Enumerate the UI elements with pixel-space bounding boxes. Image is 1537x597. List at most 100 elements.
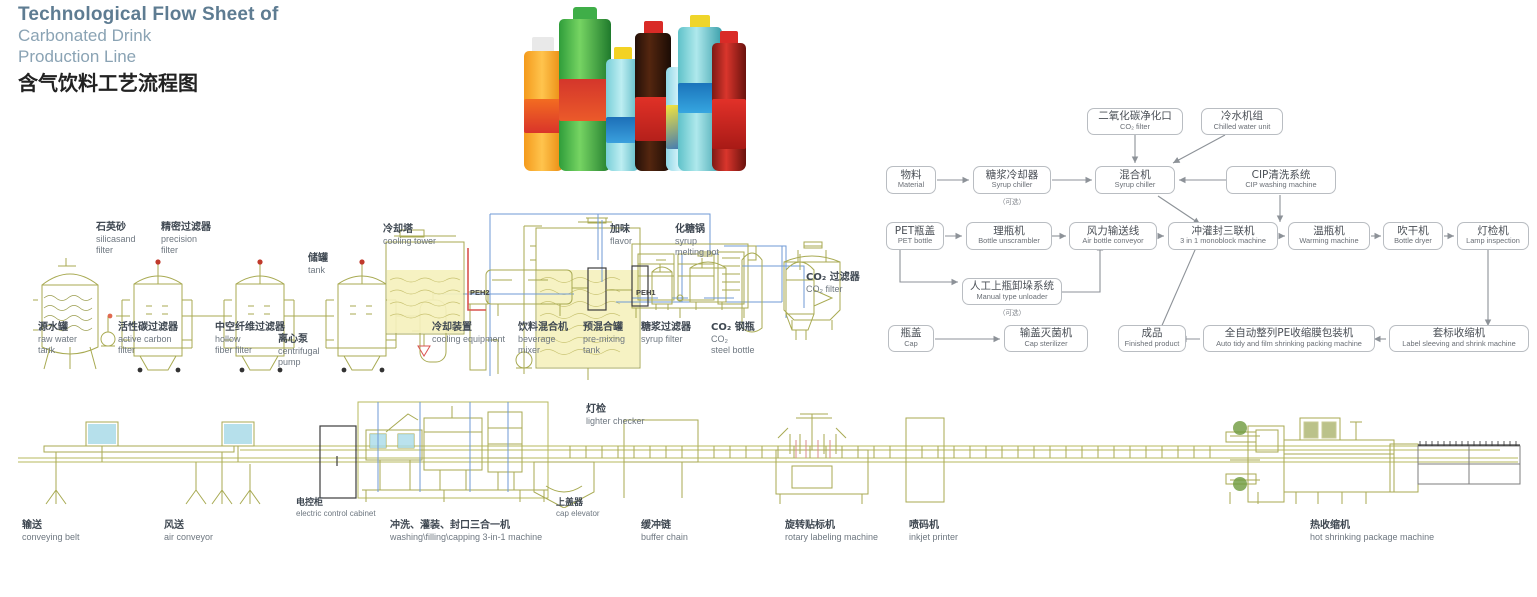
flow-node-label-zh: 吹干机 <box>1397 224 1429 237</box>
label-cooling-tower: 冷却塔 cooling tower <box>383 224 437 246</box>
flow-node-label-zh: PET瓶盖 <box>894 224 936 237</box>
flow-node-label-zh: 成品 <box>1141 327 1163 340</box>
flow-node-label-zh: 糖浆冷却器 <box>985 168 1039 181</box>
bottle-cap-red-1 <box>644 21 663 33</box>
label-peh1: PEH1 <box>636 288 656 297</box>
label-conveying-belt: 输送 conveying belt <box>22 520 80 542</box>
flow-node-label-zh: 人工上瓶卸垛系统 <box>970 280 1054 293</box>
bottle-cap-yellow-2 <box>690 15 710 27</box>
bottle-lightblue <box>606 59 640 171</box>
syrup-equipment-schematic <box>631 245 834 340</box>
flow-node-label-en: PET bottle <box>897 236 933 246</box>
flow-node-optional-manual-unloader: （可选） <box>998 309 1026 317</box>
label-peh2: PEH2 <box>470 288 490 297</box>
flow-node-label-en: Bottle dryer <box>1394 236 1432 246</box>
label-flavor: 加味 flavor <box>610 224 633 246</box>
equipment-schematic-drawing <box>33 217 641 380</box>
label-co2-filter-left: CO₂ 过滤器 CO₂ filter <box>806 272 860 294</box>
flow-node-label-en: Warming machine <box>1299 236 1359 246</box>
flow-node-label-en: Syrup chiller <box>1114 180 1156 190</box>
title-line-2: Carbonated Drink <box>18 26 152 45</box>
label-cooling-equipment: 冷却装置 cooling equipment <box>432 322 506 344</box>
flow-node-label-en: Cap <box>904 338 918 348</box>
flow-node-label-zh: 二氧化碳净化口 <box>1098 110 1172 123</box>
flow-node-label-en: Manual type unloader <box>976 291 1048 301</box>
flow-node-label-en: CO₂ filter <box>1120 121 1150 131</box>
title-line-3: Production Line <box>18 47 137 66</box>
label-tank: 储罐 tank <box>308 253 328 275</box>
title-line-1: Technological Flow Sheet of <box>18 4 279 25</box>
flow-node-label-zh: 全自动整列PE收缩膜包装机 <box>1224 327 1354 340</box>
label-inkjet-printer: 喷码机 inkjet printer <box>909 520 959 542</box>
process-equipment-schematic <box>385 213 841 376</box>
flow-node-label-en: 3 in 1 monoblock machine <box>1180 236 1266 246</box>
flow-node-label-zh: CIP清洗系统 <box>1251 168 1311 181</box>
flow-node-label-en: Lamp inspection <box>1466 236 1520 246</box>
bottle-label-blue <box>606 117 640 143</box>
bottle-label-cola-2 <box>712 99 746 149</box>
flow-node-label-zh: 风力输送线 <box>1086 224 1140 237</box>
label-air-conveyor: 风送 air conveyor <box>164 520 214 542</box>
flow-node-label-en: Cap sterilizer <box>1024 338 1068 348</box>
bottle-cap-green <box>573 7 597 19</box>
label-hot-shrinking-machine: 热收缩机 hot shrinking package machine <box>1310 520 1435 542</box>
label-cap-elevator: 上盖器 cap elevator <box>556 498 600 518</box>
bottle-cap-red-2 <box>720 31 738 43</box>
flow-node-label-zh: 输盖灭菌机 <box>1019 327 1073 340</box>
title-chinese: 含气饮料工艺流程图 <box>18 71 198 95</box>
flow-node-label-zh: 瓶盖 <box>900 327 922 340</box>
production-line-drawing <box>18 401 1521 508</box>
bottle-label-cola-1 <box>635 97 671 141</box>
flow-node-label-zh: 冲灌封三联机 <box>1191 224 1255 237</box>
bottle-cap-white <box>532 37 554 51</box>
flow-node-label-en: Bottle unscrambler <box>978 236 1040 246</box>
flow-node-label-en: CIP washing machine <box>1245 180 1317 190</box>
flow-node-label-en: Auto tidy and film shrinking packing mac… <box>1216 338 1362 348</box>
flow-node-label-zh: 套标收缩机 <box>1432 327 1486 340</box>
flow-node-label-zh: 冷水机组 <box>1221 110 1263 123</box>
page-title: Technological Flow Sheet of Carbonated D… <box>18 4 438 96</box>
bottle-label-green <box>559 79 611 121</box>
flow-node-label-zh: 温瓶机 <box>1313 224 1345 237</box>
label-electric-control-cabinet: 电控柜 electric control cabinet <box>296 498 376 518</box>
flow-node-label-zh: 混合机 <box>1119 168 1151 181</box>
carbonated-drink-bottles-photo <box>518 6 746 171</box>
label-buffer-chain: 缓冲链 buffer chain <box>641 520 688 542</box>
flow-node-label-zh: 灯检机 <box>1477 224 1509 237</box>
flow-node-label-zh: 理瓶机 <box>993 224 1025 237</box>
bottle-label-orange <box>524 99 564 133</box>
label-lighter-checker: 灯检 lighter checker <box>586 404 645 426</box>
flow-node-label-en: Material <box>897 180 925 190</box>
label-rotary-labeling-machine: 旋转贴标机 rotary labeling machine <box>785 520 879 542</box>
flow-node-label-en: Chilled water unit <box>1213 121 1271 131</box>
flow-node-label-zh: 物料 <box>900 168 922 181</box>
flow-node-label-en: Label sleeving and shrink machine <box>1402 338 1516 348</box>
